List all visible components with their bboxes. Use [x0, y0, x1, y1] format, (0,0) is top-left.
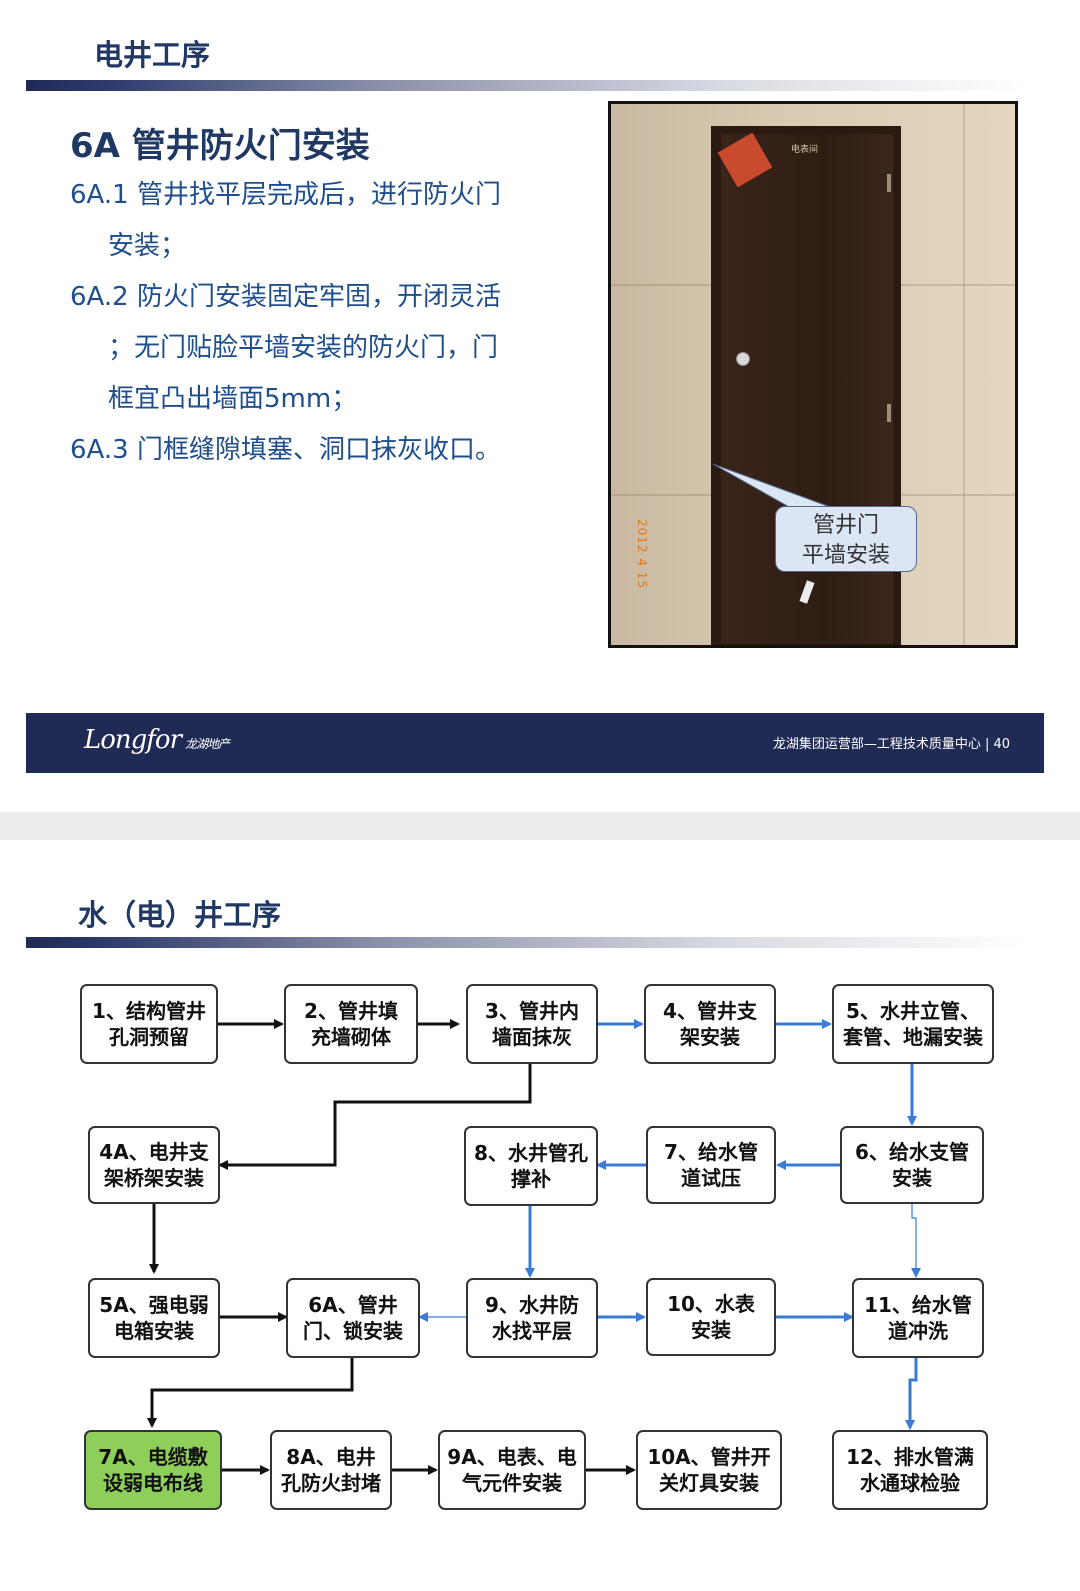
step-2-box: 2、管井填 充墙砌体: [284, 984, 418, 1064]
bullet-line: 6A.2 防火门安装固定牢固，开闭灵活: [70, 272, 550, 323]
step-1-box: 1、结构管井 孔洞预留: [80, 984, 218, 1064]
step-11-box: 11、给水管 道冲洗: [852, 1278, 984, 1358]
step-3-box: 3、管井内 墙面抹灰: [466, 984, 598, 1064]
step-5-box: 5、水井立管、 套管、地漏安装: [832, 984, 994, 1064]
photo-callout: 管井门 平墙安装: [775, 506, 917, 572]
logo-text: Longfor: [84, 725, 181, 755]
bullet-list: 6A.1 管井找平层完成后，进行防火门 安装； 6A.2 防火门安装固定牢固，开…: [70, 170, 550, 476]
callout-line: 管井门: [776, 511, 916, 541]
title-underline-bar: [26, 80, 1026, 91]
step-5a-box: 5A、强电弱 电箱安装: [88, 1278, 220, 1358]
step-9-box: 9、水井防 水找平层: [466, 1278, 598, 1358]
step-6-box: 6、给水支管 安装: [840, 1126, 984, 1204]
slide-water-electric-shaft: 水（电）井工序: [0, 840, 1080, 1591]
section-heading: 6A 管井防火门安装: [70, 118, 370, 167]
logo-cn-text: 龙湖地产: [185, 737, 229, 751]
step-7a-box: 7A、电缆敷 设弱电布线: [84, 1430, 222, 1510]
bullet-line: ；无门贴脸平墙安装的防火门，门: [70, 323, 550, 374]
step-8a-box: 8A、电井 孔防火封堵: [270, 1430, 392, 1510]
step-12-box: 12、排水管满 水通球检验: [832, 1430, 988, 1510]
step-4a-box: 4A、电井支 架桥架安装: [88, 1126, 220, 1204]
arrow-6-11: [912, 1204, 916, 1276]
step-10-box: 10、水表 安装: [646, 1278, 776, 1356]
callout-line: 平墙安装: [776, 541, 916, 571]
fire-door-photo: 电表间 2012 4 15 管井门 平墙安装: [608, 101, 1018, 648]
slide-title: 电井工序: [94, 32, 210, 74]
arrow-11-12: [910, 1358, 916, 1428]
slide-electric-shaft: 电井工序 6A 管井防火门安装 6A.1 管井找平层完成后，进行防火门 安装； …: [0, 0, 1080, 812]
step-9a-box: 9A、电表、电 气元件安装: [438, 1430, 586, 1510]
step-10a-box: 10A、管井开 关灯具安装: [636, 1430, 782, 1510]
slide-footer: Longfor 龙湖地产 龙湖集团运营部—工程技术质量中心 | 40: [26, 713, 1044, 773]
bullet-line: 框宜凸出墙面5mm；: [70, 374, 550, 425]
step-4-box: 4、管井支 架安装: [644, 984, 776, 1064]
footer-department-page: 龙湖集团运营部—工程技术质量中心 | 40: [773, 733, 1010, 752]
bullet-line: 安装；: [70, 221, 550, 272]
arrow-6a-7a: [152, 1358, 352, 1426]
step-7-box: 7、给水管 道试压: [646, 1126, 776, 1204]
step-8-box: 8、水井管孔 撑补: [464, 1126, 598, 1206]
step-6a-box: 6A、管井 门、锁安装: [286, 1278, 420, 1358]
bullet-line: 6A.3 门框缝隙填塞、洞口抹灰收口。: [70, 425, 550, 476]
bullet-line: 6A.1 管井找平层完成后，进行防火门: [70, 170, 550, 221]
longfor-logo: Longfor 龙湖地产: [84, 725, 229, 755]
